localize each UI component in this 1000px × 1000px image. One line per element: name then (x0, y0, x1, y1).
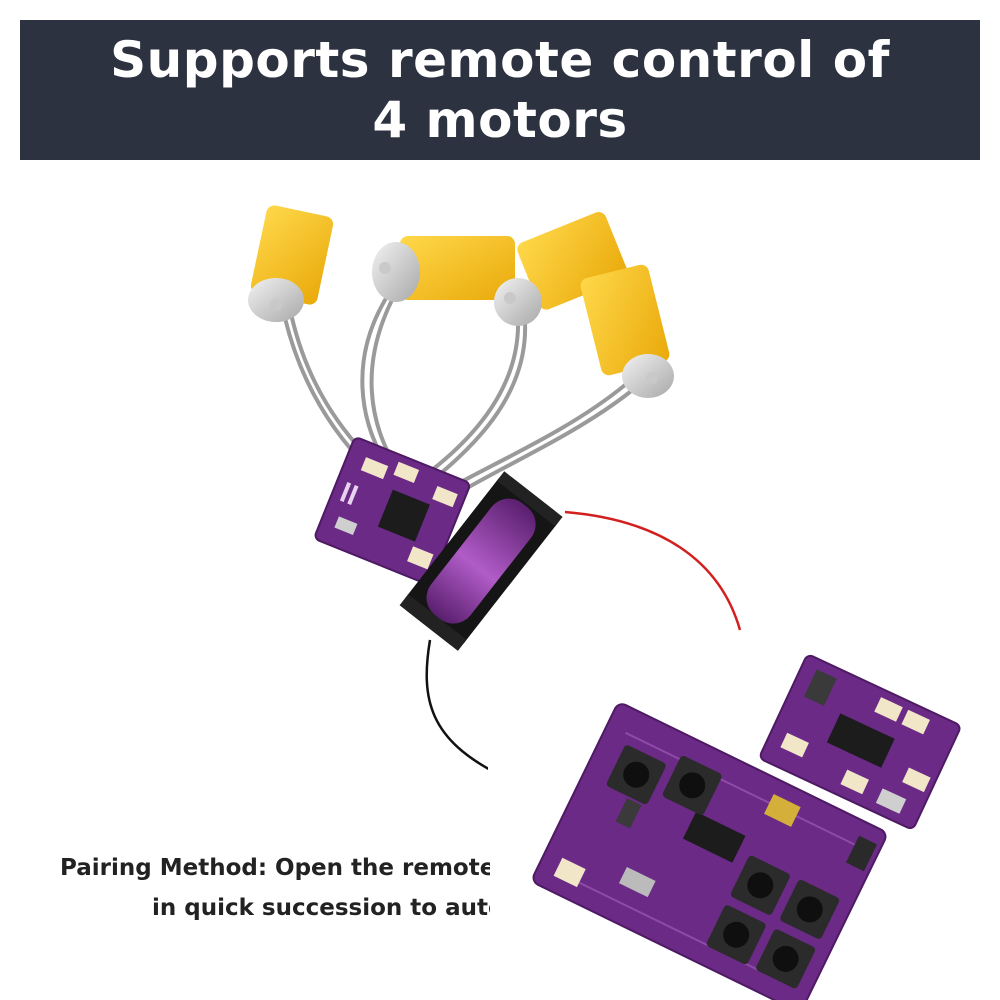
remote-controller-board (532, 703, 887, 1000)
banner-title-line1: Supports remote control of (110, 31, 890, 89)
motor-4 (580, 264, 674, 398)
motor-2 (372, 236, 515, 302)
title-banner: Supports remote control of 4 motors (20, 20, 980, 160)
motor-wires (283, 298, 632, 497)
battery-holder (399, 471, 563, 651)
remote-buttons (606, 745, 840, 989)
pairing-caption-line1: Pairing Method: Open the remote (60, 855, 490, 881)
pairing-caption-line2: in quick succession to auto (152, 895, 490, 921)
receiver-board (314, 437, 471, 585)
banner-title-line2: 4 motors (372, 91, 628, 149)
red-wire (564, 510, 742, 631)
inset-receiver-board (759, 654, 961, 830)
banner-title: Supports remote control of 4 motors (110, 30, 890, 150)
motor-1 (248, 205, 334, 322)
pairing-caption: Pairing Method: Open the remote in quick… (60, 848, 490, 928)
black-wire (425, 639, 501, 777)
